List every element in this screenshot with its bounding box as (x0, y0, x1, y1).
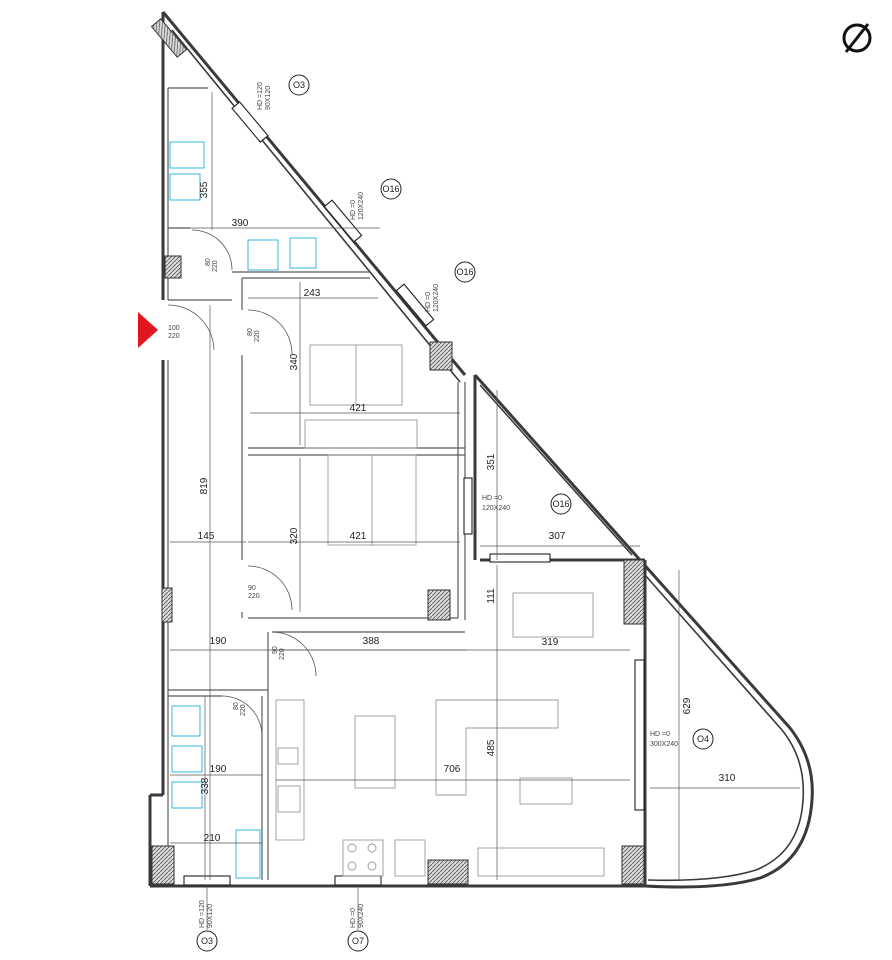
door-1-h: 220 (212, 260, 219, 272)
dim-room1-width: 243 (304, 288, 321, 299)
door-labels: 100 220 80 220 80 220 90 220 90 220 80 2… (168, 258, 286, 716)
window-labels: HD =120 90X120 O3 HD =0 120X240 O16 HD =… (196, 74, 714, 952)
window-4-hd: HD =0 (482, 495, 502, 502)
window-6-hd: HD =120 (199, 900, 206, 928)
window-3-size: 120X240 (433, 284, 440, 312)
dim-room1-inner: 421 (350, 403, 367, 414)
dim-room1-height: 340 (289, 353, 300, 370)
window-1-size: 90X120 (265, 86, 272, 110)
window-1-hd: HD =120 (257, 82, 264, 110)
window-5-tag: O4 (697, 734, 709, 744)
dim-bath-bottom-width: 190 (210, 764, 227, 775)
window-4-tag: O16 (552, 499, 569, 509)
dim-terrace-height: 629 (682, 697, 693, 714)
dim-living-width: 388 (363, 636, 380, 647)
window-1-tag: O3 (293, 80, 305, 90)
window-7-tag: O7 (352, 936, 364, 946)
window-2-hd: HD =0 (350, 200, 357, 220)
dim-hall-width-2: 190 (210, 636, 227, 647)
window-7-size: 90X240 (358, 904, 365, 928)
door-2-w: 80 (247, 328, 254, 336)
window-2-tag: O16 (382, 184, 399, 194)
dimension-lines (170, 92, 800, 880)
door-2-h: 220 (254, 330, 261, 342)
window-5-hd: HD =0 (650, 731, 670, 738)
door-3-w: 90 (248, 585, 256, 592)
dim-dining-width: 319 (542, 637, 559, 648)
door-5-w: 80 (233, 702, 240, 710)
window-4-size: 120X240 (482, 505, 510, 512)
dim-bath-bottom-height: 338 (200, 777, 211, 794)
window-3-tag: O16 (456, 267, 473, 277)
dim-living-total: 706 (444, 764, 461, 775)
window-5-size: 300X240 (650, 741, 678, 748)
windows (183, 101, 645, 886)
structural-columns (150, 18, 645, 885)
dim-room2-height: 320 (289, 527, 300, 544)
dim-hall-top-width: 390 (232, 218, 249, 229)
compass-north-icon (842, 23, 872, 53)
door-entry-w: 100 (168, 325, 180, 332)
dim-hall-width-1: 145 (198, 531, 215, 542)
window-6-tag: O3 (201, 936, 213, 946)
door-4-h: 220 (279, 648, 286, 660)
dim-hall-depth: 819 (199, 477, 210, 494)
window-6-size: 90X120 (207, 904, 214, 928)
dim-balcony-height: 351 (486, 453, 497, 470)
window-2-size: 120X240 (358, 192, 365, 220)
outer-walls (148, 11, 814, 889)
dim-kitchen-width: 307 (549, 531, 566, 542)
furniture (169, 141, 605, 879)
door-5-h: 220 (240, 704, 247, 716)
dim-terrace-width: 310 (719, 773, 736, 784)
door-4-w: 90 (272, 646, 279, 654)
window-3-hd: HD =0 (425, 292, 432, 312)
dim-kitchen-height: 111 (486, 588, 497, 604)
entry-arrow-icon (138, 312, 158, 348)
door-swings (167, 229, 317, 737)
door-1-w: 80 (205, 258, 212, 266)
door-entry-h: 220 (168, 333, 180, 340)
dim-bath-bottom-base: 210 (204, 833, 221, 844)
dim-room2-inner: 421 (350, 531, 367, 542)
dim-bath-top-height: 355 (199, 181, 210, 198)
door-3-h: 220 (248, 593, 260, 600)
window-7-hd: HD =0 (350, 908, 357, 928)
dimension-labels: 355 390 243 340 421 320 421 819 145 351 … (198, 181, 736, 844)
dim-living-height: 485 (486, 739, 497, 756)
